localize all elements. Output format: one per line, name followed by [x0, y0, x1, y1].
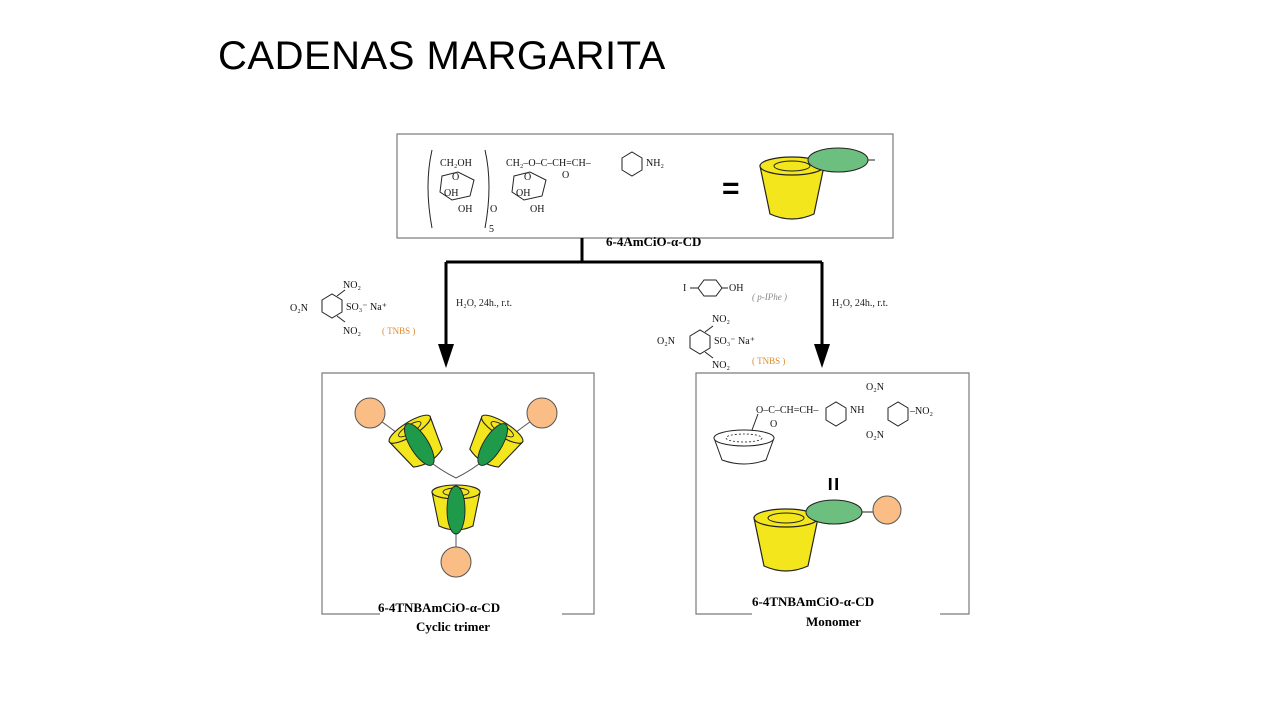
svg-text:OH: OH [530, 204, 544, 215]
right-conditions: H₂O, 24h., r.t. [832, 298, 888, 309]
ester-chain-label: CH₂–O–C–CH=CH– [506, 158, 592, 169]
svg-text:O: O [490, 204, 497, 215]
tnbs-reagent-right: NO₂ O₂N SO₃⁻ Na⁺ NO₂ ( TNBS ) [657, 314, 785, 371]
svg-text:O₂N: O₂N [290, 303, 308, 314]
svg-text:NO₂: NO₂ [712, 360, 730, 371]
svg-text:OH: OH [729, 283, 743, 294]
svg-text:5: 5 [489, 224, 494, 235]
cd-cartoon-monomer [753, 495, 902, 572]
svg-text:SO₃⁻ Na⁺: SO₃⁻ Na⁺ [714, 336, 755, 347]
tnbs-tag: ( TNBS ) [382, 326, 415, 336]
top-box-label: 6-4AmCiO-α-CD [606, 234, 701, 249]
benzene-ring [621, 151, 643, 177]
green-unit [805, 499, 863, 525]
svg-text:OH: OH [444, 188, 458, 199]
orange-ball [354, 397, 386, 429]
green-unit [807, 147, 869, 173]
orange-ball [440, 546, 472, 578]
equals-sign: = [722, 172, 740, 205]
p-iphe-reagent: I OH ( p-IPhe ) [683, 279, 787, 302]
monomer-structure: O–C–CH=CH– O NH O₂N –NO₂ O₂N [713, 382, 933, 465]
svg-text:NO₂: NO₂ [343, 280, 361, 291]
right-product-box [695, 372, 970, 615]
slide-title: CADENAS MARGARITA [218, 34, 666, 78]
cyclodextrin-structure: CH₂OH O OH OH O 5 CH₂–O–C–CH=CH– O OH OH… [427, 149, 664, 235]
svg-text:O: O [524, 172, 531, 183]
top-structure-box [396, 133, 894, 239]
svg-text:O: O [452, 172, 459, 183]
orange-ball [526, 397, 558, 429]
cyclic-trimer-cartoon [354, 397, 558, 578]
svg-text:NO₂: NO₂ [343, 326, 361, 337]
arrowhead-left [438, 344, 454, 368]
left-product-box [321, 372, 595, 615]
monomer-equals-sign: = [819, 477, 846, 491]
svg-text:O₂N: O₂N [657, 336, 675, 347]
cd-cartoon-top [759, 147, 875, 220]
svg-text:NO₂: NO₂ [712, 314, 730, 325]
svg-text:O: O [770, 419, 777, 430]
svg-text:NH: NH [850, 405, 864, 416]
svg-text:OH: OH [458, 204, 472, 215]
svg-text:OH: OH [516, 188, 530, 199]
svg-text:O: O [562, 170, 569, 181]
tnbs-tag-right: ( TNBS ) [752, 356, 785, 366]
svg-text:–NO₂: –NO₂ [909, 406, 933, 417]
p-iphe-tag: ( p-IPhe ) [752, 292, 787, 302]
flow-arrows [438, 238, 830, 368]
left-conditions: H₂O, 24h., r.t. [456, 298, 512, 309]
svg-text:O–C–CH=CH–: O–C–CH=CH– [756, 405, 819, 416]
right-product-sublabel: Monomer [806, 614, 861, 629]
svg-text:SO₃⁻ Na⁺: SO₃⁻ Na⁺ [346, 302, 387, 313]
left-product-label: 6-4TNBAmCiO-α-CD [378, 600, 500, 615]
ch2oh-label: CH₂OH [440, 158, 472, 169]
tnbs-reagent-left: NO₂ O₂N SO₃⁻ Na⁺ NO₂ ( TNBS ) [290, 280, 415, 337]
arrowhead-right [814, 344, 830, 368]
svg-text:I: I [683, 283, 686, 294]
nh2-label: NH₂ [646, 158, 664, 169]
orange-ball [872, 495, 902, 525]
svg-text:O₂N: O₂N [866, 382, 884, 393]
left-product-sublabel: Cyclic trimer [416, 619, 490, 634]
svg-text:O₂N: O₂N [866, 430, 884, 441]
right-product-label: 6-4TNBAmCiO-α-CD [752, 594, 874, 609]
